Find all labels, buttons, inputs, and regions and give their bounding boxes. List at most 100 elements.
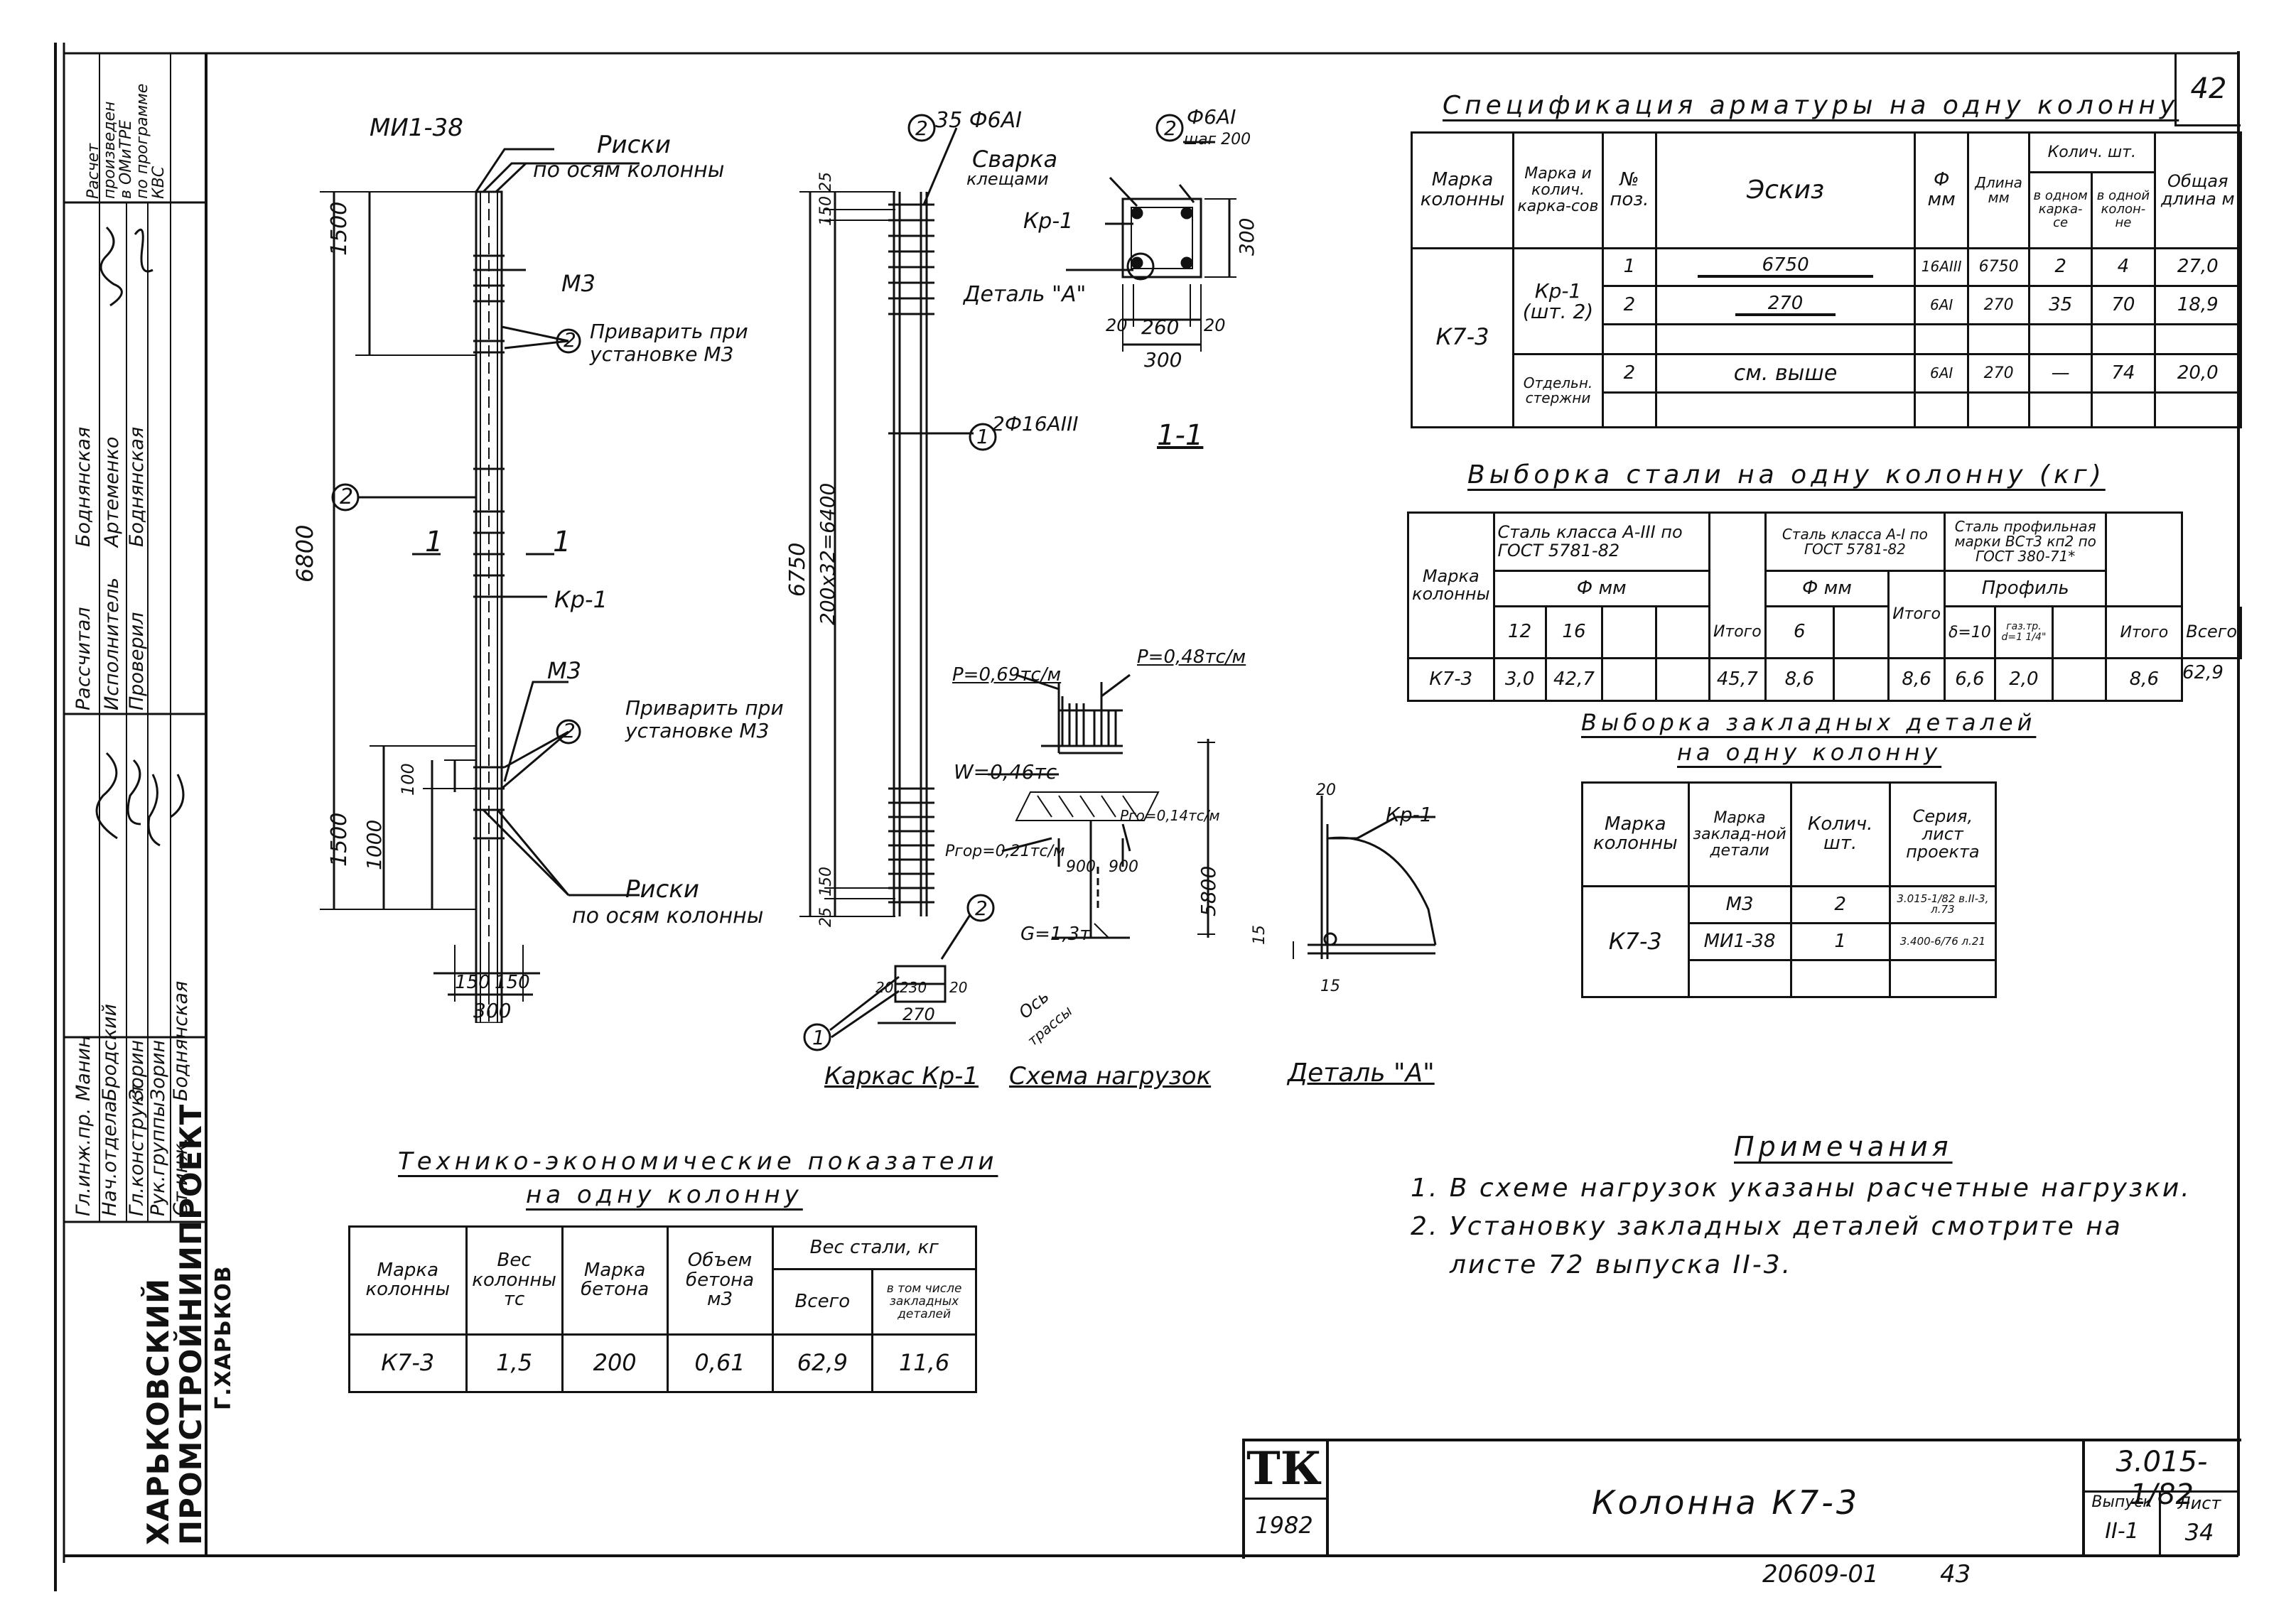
spec-sketch-2: 270 xyxy=(1654,285,1917,325)
stamp-logo: ТК xyxy=(1246,1442,1322,1495)
embed-detail-2: МИ1-38 xyxy=(1687,921,1792,961)
spec-sep-q1: — xyxy=(2027,353,2093,394)
steel-h-profile-sub: Профиль xyxy=(1943,570,2108,608)
spec-h-pos: № поз. xyxy=(1601,131,1657,249)
check-role-2: Исполнитель xyxy=(101,577,123,710)
stamp-year: 1982 xyxy=(1255,1512,1313,1539)
label-w: W=0,46тс xyxy=(954,760,1057,784)
label-p1: Р=0,69тс/м xyxy=(952,664,1062,686)
check-role-1: Рассчитал xyxy=(72,607,95,710)
tep-h-mark: Марка колонны xyxy=(348,1225,468,1336)
role-column-5: Ст.инж. xyxy=(170,1137,192,1216)
label-section-kr1: Кр-1 xyxy=(1023,209,1074,234)
label-mi1-38: МИ1-38 xyxy=(370,114,463,142)
steel-h-b10: δ=10 xyxy=(1943,605,1996,659)
dim-1500-bottom: 1500 xyxy=(327,812,352,867)
label-riski-bottom: Риски xyxy=(625,875,699,904)
steel-v6: 8,6 xyxy=(1764,656,1835,703)
spec-h-qty-col: в одной колон-не xyxy=(2091,170,2156,249)
stamp-right-box xyxy=(2082,1439,2241,1556)
role-1: Гл.инж.пр. xyxy=(72,1108,95,1216)
stamp-logo-divider xyxy=(1242,1498,1326,1500)
dim-section-300-w: 300 xyxy=(1144,348,1182,372)
spec-sep-dia: 6АI xyxy=(1914,353,1970,394)
spec-sep-pos: 2 xyxy=(1601,353,1657,394)
steel-itogo-1: 45,7 xyxy=(1708,656,1767,703)
check-role-3: Проверил xyxy=(126,612,148,710)
steel-vb10: 6,6 xyxy=(1943,656,1996,703)
mark-1-cage: 1 xyxy=(976,425,989,448)
label-g: G=1,3т xyxy=(1020,924,1091,945)
dim-20-cage-right: 20 xyxy=(949,979,968,996)
embed-series-1: 3.015-1/82 в.II-3, л.73 xyxy=(1888,884,1998,924)
tep-title-1: Технико-экономические показатели xyxy=(398,1147,998,1176)
section-mark-1a: 1 xyxy=(425,526,443,558)
notes-title: Примечания xyxy=(1734,1131,1953,1162)
column-elevation xyxy=(320,148,640,1023)
steel-h-d12: 12 xyxy=(1492,605,1547,659)
note-2a: 2. Установку закладных деталей смотрите … xyxy=(1411,1212,2123,1241)
detail-dim-15-left: 15 xyxy=(1251,925,1268,945)
label-weld-2: клещами xyxy=(966,169,1049,189)
spec-sketch-1-bar: 6750 xyxy=(1697,255,1874,278)
role-name-2: Бродский xyxy=(99,1003,121,1101)
embed-series-2: 3.400-6/76 л.21 xyxy=(1888,921,1998,961)
dim-6750: 6750 xyxy=(785,542,810,597)
spec-sep-q2: 74 xyxy=(2091,353,2156,394)
dim-150-right: 150 xyxy=(495,972,530,993)
dim-150-left: 150 xyxy=(455,972,490,993)
spec-h-qty: Колич. шт. xyxy=(2027,131,2156,173)
spec-sketch-1: 6750 xyxy=(1654,247,1917,288)
spec-dia-1: 16АIII xyxy=(1914,247,1970,288)
tep-all: 62,9 xyxy=(771,1333,874,1394)
label-weld-bot-2: установке М3 xyxy=(625,719,770,742)
spec-frame: Кр-1 (шт. 2) xyxy=(1512,247,1604,356)
steel-itogo-3: 8,6 xyxy=(2105,656,2184,703)
steel-h-d6: 6 xyxy=(1764,605,1835,659)
spec-total-1: 27,0 xyxy=(2153,247,2243,288)
stamp-issue-sheet-divider xyxy=(2159,1490,2161,1556)
tep-h-concrete: Марка бетона xyxy=(561,1225,669,1336)
check-name-1: Боднянская xyxy=(72,426,95,547)
stamp-h-sheet: Лист xyxy=(2177,1493,2221,1513)
embed-h-series: Серия, лист проекта xyxy=(1888,781,1998,887)
label-weld-top-2: установке М3 xyxy=(590,342,734,366)
spec-h-len: Длина мм xyxy=(1967,131,2030,249)
footer-code: 20609-01 xyxy=(1762,1560,1879,1588)
tep-h-incl: в том числе закладных деталей xyxy=(871,1268,977,1336)
detail-label-kr1: Кр-1 xyxy=(1386,803,1433,826)
mark-2-top: 2 xyxy=(564,328,576,352)
role-2: Нач.отдела xyxy=(99,1100,121,1216)
calc-note: Расчет произведен в ОМиТРЕ по программе … xyxy=(85,83,168,199)
tep-title-2: на одну колонну xyxy=(526,1181,803,1209)
embed-qty-2: 1 xyxy=(1789,921,1891,961)
label-m3-top: М3 xyxy=(561,270,595,297)
dim-section-300-h: 300 xyxy=(1235,217,1259,256)
dim-6800: 6800 xyxy=(291,524,318,583)
embed-column: К7-3 xyxy=(1581,884,1690,999)
steel-h-class1: Сталь класса А-I по ГОСТ 5781-82 xyxy=(1764,511,1946,573)
dim-270: 270 xyxy=(902,1005,935,1024)
stamp-sheet: 34 xyxy=(2184,1519,2214,1546)
tep-mark: К7-3 xyxy=(348,1333,468,1394)
label-riski-bottom-sub: по осям колонны xyxy=(572,904,764,929)
steel-h-itogo-3: Итого xyxy=(2105,605,2184,659)
label-pgr2: Рго=0,14тс/м xyxy=(1120,807,1220,824)
load-scheme xyxy=(988,673,1215,939)
spec-title: Спецификация арматуры на одну колонну xyxy=(1443,91,2179,120)
embed-detail-1: М3 xyxy=(1687,884,1792,924)
label-section-step: шаг 200 xyxy=(1184,131,1251,148)
embed-h-qty: Колич. шт. xyxy=(1789,781,1891,887)
role-column: Гл.инж.пр. xyxy=(71,1108,97,1216)
role-name-1: Манин xyxy=(72,1035,95,1101)
spec-q1-1: 2 xyxy=(2027,247,2093,288)
mark-1-cage-bottom: 1 xyxy=(812,1026,825,1049)
spec-separate: Отдельн. стержни xyxy=(1512,353,1604,428)
dim-1500-top: 1500 xyxy=(327,201,352,256)
stamp-issue: II-1 xyxy=(2105,1519,2139,1544)
dim-150-bottom: 150 xyxy=(817,867,835,897)
role-name-4: Зорин xyxy=(147,1039,169,1101)
tep-h-all: Всего xyxy=(771,1268,874,1336)
label-bar2: 35 Ф6АI xyxy=(935,108,1022,133)
